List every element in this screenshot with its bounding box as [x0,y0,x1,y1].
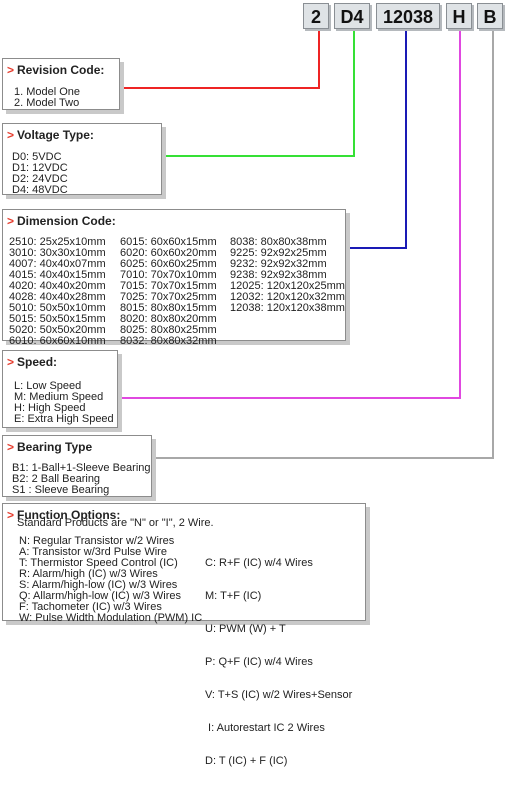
dimension-connector [346,29,407,249]
red-arrow-icon: > [7,440,15,454]
dimension-column-2: 6015: 60x60x15mm 6020: 60x60x20mm 6025: … [120,237,217,347]
red-arrow-icon: > [7,508,15,522]
list-item: 4015: 40x40x15mm [9,269,106,281]
list-item: 5015: 50x50x15mm [9,313,106,325]
bearing-type-panel: >Bearing Type B1: 1-Ball+1-Sleeve Bearin… [2,435,152,497]
list-item: 5020: 50x50x20mm [9,324,106,336]
function-column-2: C: R+F (IC) w/4 Wires M: T+F (IC) U: PWM… [205,536,352,789]
function-column-1: N: Regular Transistor w/2 Wires A: Trans… [19,536,202,624]
list-item: M: Medium Speed [14,391,104,403]
list-item: 12025: 120x120x25mm [230,280,345,292]
list-item: 6015: 60x60x15mm [120,236,217,248]
list-item: 3010: 30x30x10mm [9,247,106,259]
function-options-title: >Function Options: [7,508,121,522]
list-item: 9232: 92x92x32mm [230,258,327,270]
list-item: B2: 2 Ball Bearing [12,473,101,485]
list-item: Q: Allarm/high-low (IC) w/3 Wires [19,590,181,602]
list-item: 12038: 120x120x38mm [230,302,345,314]
list-item: E: Extra High Speed [14,413,114,425]
list-item: L: Low Speed [14,380,82,392]
list-item: 9225: 92x92x25mm [230,247,327,259]
function-options-subtitle: Standard Products are "N" or "I", 2 Wire… [17,517,214,529]
dimension-column-3: 8038: 80x80x38mm 9225: 92x92x25mm 9232: … [230,237,345,314]
list-item: C: R+F (IC) w/4 Wires [205,557,313,569]
list-item: D2: 24VDC [12,173,68,185]
list-item: P: Q+F (IC) w/4 Wires [205,656,313,668]
code-segment-voltage: D4 [334,3,370,29]
list-item: V: T+S (IC) w/2 Wires+Sensor [205,689,353,701]
voltage-type-title: >Voltage Type: [7,128,94,142]
list-item: D4: 48VDC [12,184,68,196]
list-item: R: Alarm/high (IC) w/3 Wires [19,568,158,580]
list-item: 8032: 80x80x32mm [120,335,217,347]
function-options-panel: >Function Options: Standard Products are… [2,503,366,767]
list-item: B1: 1-Ball+1-Sleeve Bearing [12,462,151,474]
list-item: D0: 5VDC [12,151,62,163]
list-item: M: T+F (IC) [205,590,262,602]
list-item: W: Pulse Width Modulation (PWM) IC [19,612,203,624]
list-item: 4028: 40x40x28mm [9,291,106,303]
red-arrow-icon: > [7,128,15,142]
red-arrow-icon: > [7,214,15,228]
list-item: F: Tachometer (IC) w/3 Wires [19,601,162,613]
list-item: D1: 12VDC [12,162,68,174]
list-item: U: PWM (W) + T [205,623,286,635]
list-item: S: Alarm/high-low (IC) w/3 Wires [19,579,178,591]
code-segment-bearing: B [477,3,503,29]
dimension-code-panel: >Dimension Code: 2510: 25x25x10mm 3010: … [2,209,346,347]
bearing-type-list: B1: 1-Ball+1-Sleeve Bearing B2: 2 Ball B… [12,463,151,496]
speed-panel: >Speed: L: Low Speed M: Medium Speed H: … [2,350,118,428]
list-item: I: Autorestart IC 2 Wires [205,722,325,734]
speed-connector [118,29,461,399]
connector-lines [118,29,494,459]
list-item: 12032: 120x120x32mm [230,291,345,303]
list-item: D: T (IC) + F (IC) [205,755,288,767]
bearing-type-title: >Bearing Type [7,440,93,454]
list-item: N: Regular Transistor w/2 Wires [19,535,175,547]
list-item: 7010: 70x70x10mm [120,269,217,281]
code-segment-dimension: 12038 [376,3,440,29]
list-item: 8015: 80x80x15mm [120,302,217,314]
list-item: 9238: 92x92x38mm [230,269,327,281]
list-item: 8025: 80x80x25mm [120,324,217,336]
red-arrow-icon: > [7,355,15,369]
voltage-type-panel: >Voltage Type: D0: 5VDC D1: 12VDC D2: 24… [2,123,162,196]
list-item: T: Thermistor Speed Control (IC) [19,557,178,569]
list-item: S1 : Sleeve Bearing [12,484,110,496]
revision-connector [120,29,320,89]
list-item: 7025: 70x70x25mm [120,291,217,303]
voltage-type-list: D0: 5VDC D1: 12VDC D2: 24VDC D4: 48VDC [12,152,68,196]
code-segment-speed: H [446,3,472,29]
list-item: 4020: 40x40x20mm [9,280,106,292]
code-segment-revision: 2 [303,3,329,29]
list-item: 6025: 60x60x25mm [120,258,217,270]
speed-list: L: Low Speed M: Medium Speed H: High Spe… [14,381,114,425]
bearing-connector [152,29,494,459]
dimension-column-1: 2510: 25x25x10mm 3010: 30x30x10mm 4007: … [9,237,106,347]
list-item: 6020: 60x60x20mm [120,247,217,259]
voltage-connector [162,29,355,157]
list-item: A: Transistor w/3rd Pulse Wire [19,546,167,558]
list-item: 5010: 50x50x10mm [9,302,106,314]
list-item: 6010: 60x60x10mm [9,335,106,347]
revision-code-panel: >Revision Code: 1. Model One 2. Model Tw… [2,58,120,110]
revision-code-title: >Revision Code: [7,63,105,77]
list-item: 8038: 80x80x38mm [230,236,327,248]
red-arrow-icon: > [7,63,15,77]
list-item: 2. Model Two [14,97,80,109]
list-item: H: High Speed [14,402,86,414]
dimension-code-title: >Dimension Code: [7,214,116,228]
list-item: 4007: 40x40x07mm [9,258,106,270]
speed-title: >Speed: [7,355,58,369]
list-item: 2510: 25x25x10mm [9,236,106,248]
list-item: 1. Model One [14,86,81,98]
list-item: 8020: 80x80x20mm [120,313,217,325]
revision-code-list: 1. Model One 2. Model Two [14,87,80,109]
list-item: 7015: 70x70x15mm [120,280,217,292]
